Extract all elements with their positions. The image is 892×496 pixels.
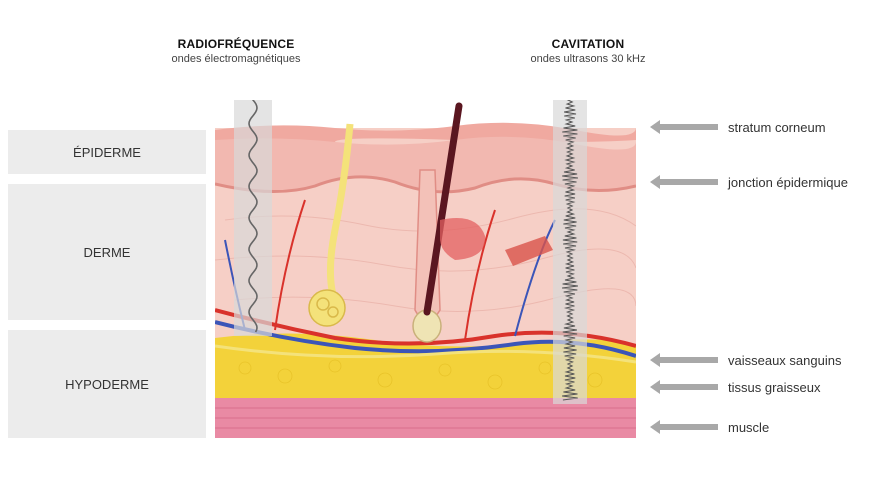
muscle-fibers (215, 407, 636, 429)
layer-label-hypoderme: HYPODERME (65, 376, 149, 392)
layer-box-epiderme: ÉPIDERME (8, 130, 206, 174)
layer-box-derme: DERME (8, 184, 206, 320)
annotation-label: tissus graisseux (728, 379, 821, 395)
annotation-epidermal-junction: jonction épidermique (650, 173, 848, 191)
radiofrequency-probe (234, 100, 272, 336)
layer-box-hypoderme: HYPODERME (8, 330, 206, 438)
left-arrow-icon (650, 353, 718, 367)
layer-label-epiderme: ÉPIDERME (73, 144, 141, 160)
capillary (514, 219, 556, 337)
annotation-fat-tissue: tissus graisseux (650, 378, 820, 396)
cavitation-subtitle: ondes ultrasons 30 kHz (530, 53, 646, 65)
annotation-muscle: muscle (650, 418, 769, 436)
sweat-gland-coil (316, 297, 330, 311)
cavitation-probe (553, 100, 587, 404)
sebaceous-gland (440, 218, 486, 260)
sweat-gland-coil (327, 306, 339, 318)
left-arrow-icon (650, 120, 718, 134)
annotation-label: muscle (728, 419, 770, 435)
electromagnetic-wave (248, 100, 258, 333)
radiofrequence-subtitle: ondes électromagnétiques (171, 53, 301, 65)
layer-label-derme: DERME (83, 244, 131, 260)
radiofrequence-title: RADIOFRÉQUENCE (177, 37, 295, 51)
capillary (274, 199, 306, 331)
left-arrow-icon (650, 175, 718, 189)
arrector-muscle (505, 236, 553, 266)
ultrasound-wave (562, 100, 578, 401)
annotation-label: jonction épidermique (728, 174, 848, 190)
hair-shaft (423, 102, 463, 316)
capillary (464, 209, 496, 341)
annotation-label: stratum corneum (728, 119, 826, 135)
fat-cells (238, 359, 603, 390)
annotation-label: vaisseaux sanguins (728, 352, 842, 368)
fat-layer (215, 333, 636, 398)
left-arrow-icon (650, 380, 718, 394)
annotation-blood-vessels: vaisseaux sanguins (650, 351, 841, 369)
skin-cross-section (215, 100, 636, 438)
annotation-stratum-corneum: stratum corneum (650, 118, 826, 136)
sweat-duct (326, 123, 354, 296)
left-arrow-icon (650, 420, 718, 434)
cavitation-title: CAVITATION (551, 37, 625, 51)
